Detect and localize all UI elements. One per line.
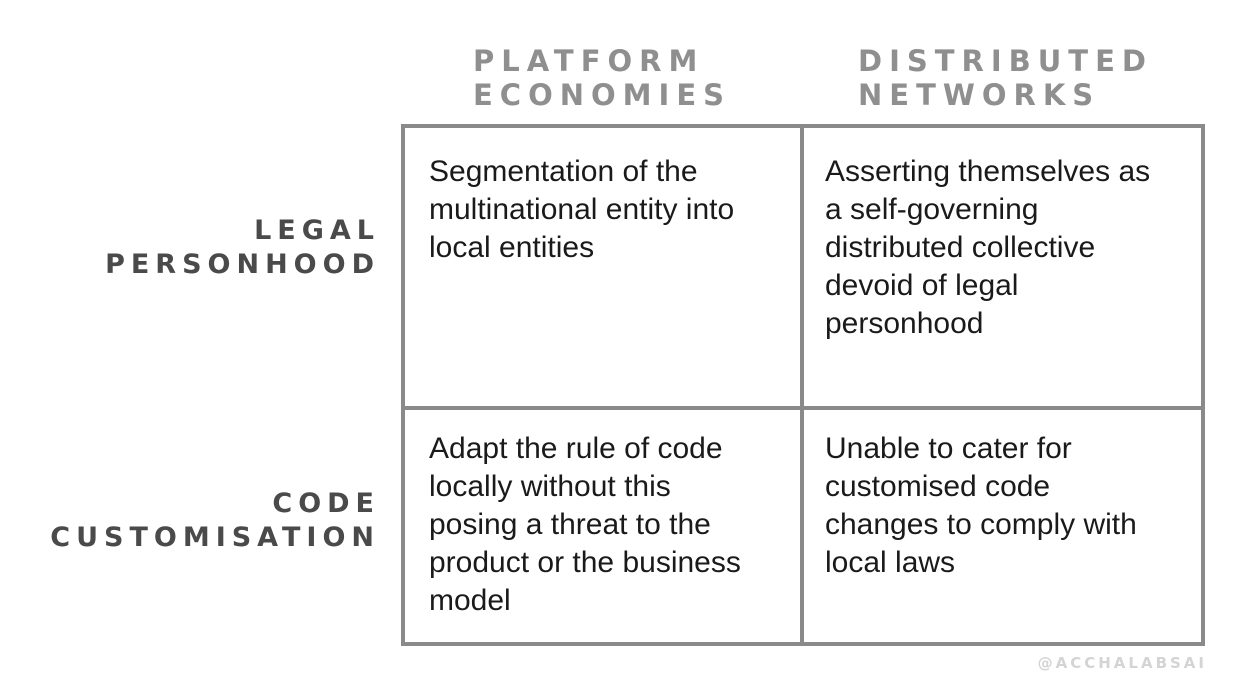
cell-line: posing a threat to the [429,508,711,541]
cell-line: distributed collective [825,231,1096,264]
cell-platform-code: Adapt the rule of code locally without t… [429,430,741,620]
column-header-line: DISTRIBUTED [858,44,1153,78]
cell-platform-legal: Segmentation of the multinational entity… [429,153,734,267]
cell-line: locally without this [429,470,671,503]
cell-line: personhood [825,307,984,340]
row-header-legal-personhood: LEGAL PERSONHOOD [105,214,380,282]
column-header-line: NETWORKS [858,78,1101,112]
column-header-line: ECONOMIES [473,78,732,112]
cell-distributed-legal: Asserting themselves as a self-governing… [825,153,1150,343]
grid-divider-vertical [800,128,804,642]
cell-line: local laws [825,546,956,579]
cell-distributed-code: Unable to cater for customised code chan… [825,430,1137,582]
cell-line: Asserting themselves as [825,155,1151,188]
cell-line: product or the business [429,546,741,579]
column-header-distributed-networks: DISTRIBUTED NETWORKS [858,44,1153,112]
cell-line: model [429,584,511,617]
cell-line: Unable to cater for [825,432,1072,465]
comparison-grid: Segmentation of the multinational entity… [401,124,1205,646]
cell-line: Adapt the rule of code [429,432,723,465]
cell-line: multinational entity into [429,193,735,226]
row-header-code-customisation: CODE CUSTOMISATION [50,487,380,555]
cell-line: a self-governing [825,193,1039,226]
column-header-line: PLATFORM [473,44,705,78]
cell-line: local entities [429,231,595,264]
row-header-line: CODE [272,488,380,519]
row-header-line: LEGAL [254,215,380,246]
grid-divider-horizontal [405,406,1201,410]
cell-line: changes to comply with [825,508,1137,541]
cell-line: customised code [825,470,1051,503]
column-header-platform-economies: PLATFORM ECONOMIES [473,44,731,112]
row-header-line: PERSONHOOD [105,249,380,280]
row-header-line: CUSTOMISATION [50,522,380,553]
cell-line: Segmentation of the [429,155,698,188]
cell-line: devoid of legal [825,269,1019,302]
watermark-handle: @ACCHALABSAI [1037,654,1207,672]
